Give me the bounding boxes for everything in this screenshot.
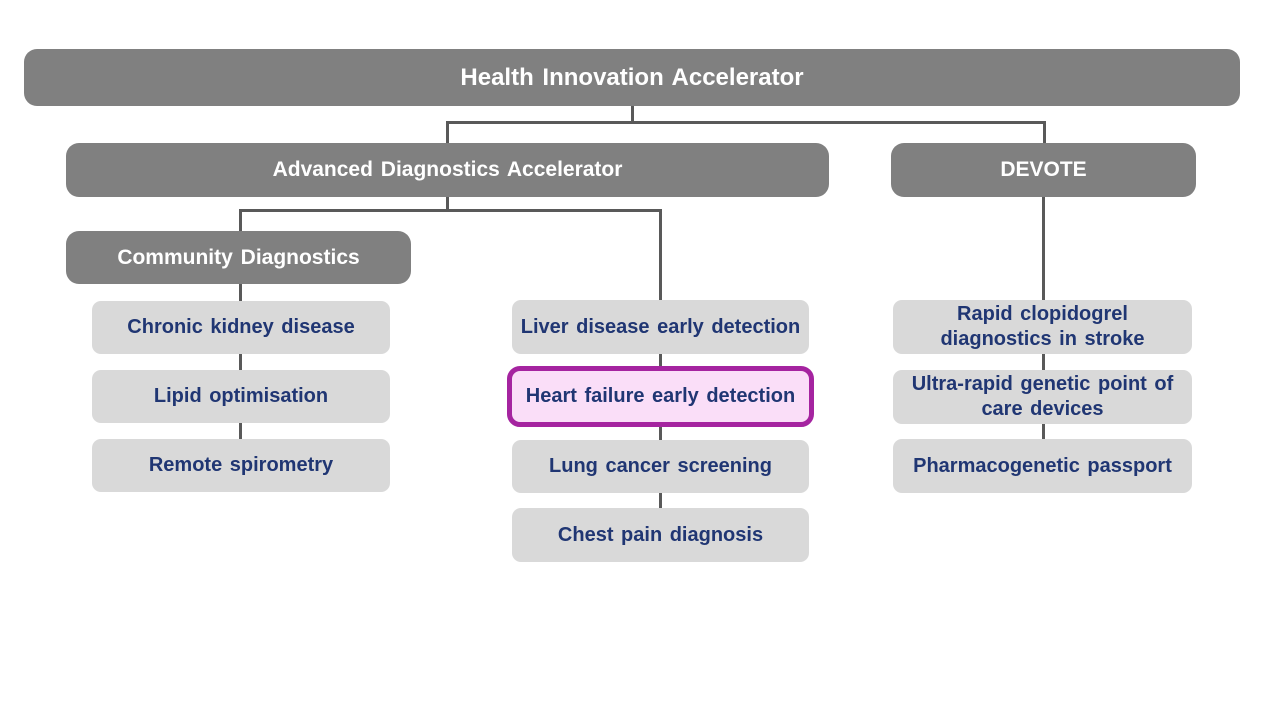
project-node-label: Chronic kidney disease <box>127 316 355 338</box>
project-node-label: Ultra-rapid genetic point of care device… <box>911 373 1174 420</box>
project-node-label: Heart failure early detection <box>525 385 796 407</box>
program-node-label: Advanced Diagnostics Accelerator <box>272 158 623 181</box>
program-node-label: DEVOTE <box>1000 158 1087 181</box>
root-node-health-innovation-accelerator: Health Innovation Accelerator <box>24 49 1240 106</box>
project-node-label: Liver disease early detection <box>520 315 801 338</box>
project-node-rapid-clopidogrel-diagnostics-in-stroke: Rapid clopidogrel diagnostics in stroke <box>893 300 1192 354</box>
connector-ada-stub <box>446 197 449 211</box>
program-node-advanced-diagnostics-accelerator: Advanced Diagnostics Accelerator <box>66 143 829 197</box>
project-node-label: Lung cancer screening <box>549 455 772 477</box>
project-node-label: Rapid clopidogrel diagnostics in stroke <box>940 303 1145 350</box>
connector-level2-horizontal <box>239 209 662 212</box>
project-node-remote-spirometry: Remote spirometry <box>92 439 390 492</box>
project-node-ultra-rapid-genetic-point-of-care-devices: Ultra-rapid genetic point of care device… <box>893 370 1192 424</box>
connector-root-stub <box>631 105 634 122</box>
project-node-liver-disease-early-detection: Liver disease early detection <box>512 300 809 354</box>
project-node-pharmacogenetic-passport: Pharmacogenetic passport <box>893 439 1192 493</box>
connector-diagnostics-column-spine <box>659 209 662 514</box>
connector-drop-advanced-diagnostics <box>446 121 449 144</box>
connector-drop-devote <box>1043 121 1046 144</box>
connector-drop-community-diagnostics <box>239 209 242 233</box>
project-node-label: Lipid optimisation <box>153 385 329 407</box>
project-node-lipid-optimisation: Lipid optimisation <box>92 370 390 423</box>
program-node-devote: DEVOTE <box>891 143 1196 197</box>
project-node-chronic-kidney-disease: Chronic kidney disease <box>92 301 390 354</box>
project-node-heart-failure-early-detection-highlighted: Heart failure early detection <box>507 366 814 427</box>
project-node-label: Chest pain diagnosis <box>557 523 764 546</box>
project-node-lung-cancer-screening: Lung cancer screening <box>512 440 809 493</box>
root-node-label: Health Innovation Accelerator <box>460 63 804 91</box>
project-node-label: Pharmacogenetic passport <box>913 454 1172 477</box>
project-node-label: Remote spirometry <box>148 454 334 476</box>
connector-community-column-spine <box>239 284 242 450</box>
subprogram-node-community-diagnostics: Community Diagnostics <box>66 231 411 284</box>
project-node-chest-pain-diagnosis: Chest pain diagnosis <box>512 508 809 562</box>
subprogram-node-label: Community Diagnostics <box>117 245 360 269</box>
connector-level1-horizontal <box>446 121 1046 124</box>
